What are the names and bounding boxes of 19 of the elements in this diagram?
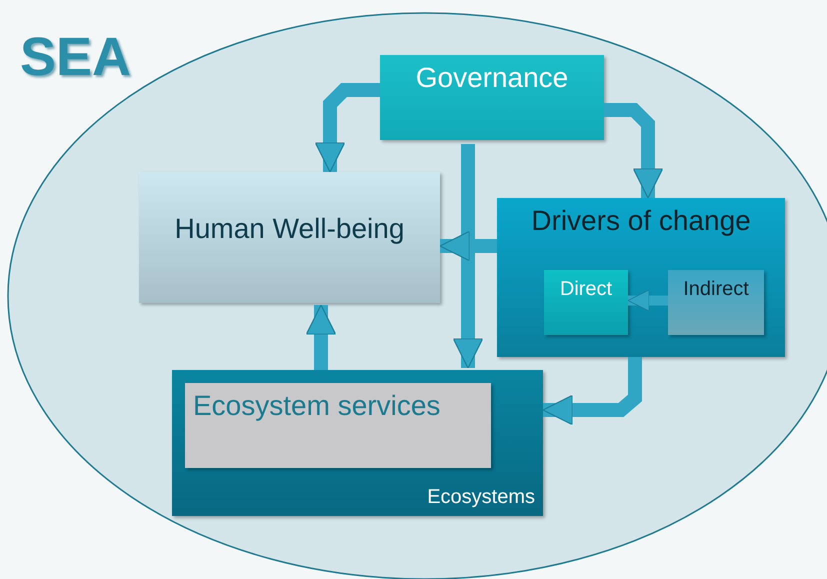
node-label: Ecosystem services	[193, 391, 440, 422]
diagram-heading: SEA	[20, 28, 132, 88]
process-box	[380, 55, 604, 140]
block-arrow	[306, 304, 336, 370]
process-box	[185, 383, 491, 468]
process-box	[139, 172, 440, 303]
node-label: Ecosystems	[427, 486, 535, 508]
container-box	[172, 370, 543, 516]
block-arrow	[452, 144, 484, 369]
node-label: Human Well-being	[174, 214, 406, 244]
process-box	[544, 270, 628, 335]
node-label: Drivers of change	[530, 206, 752, 237]
node-label: Indirect	[682, 278, 750, 300]
node-label: Governance	[414, 63, 570, 94]
block-arrow	[439, 230, 497, 262]
node-label: Direct	[558, 278, 614, 300]
process-box	[668, 270, 764, 335]
block-arrow	[628, 290, 668, 312]
process-box	[497, 198, 785, 357]
